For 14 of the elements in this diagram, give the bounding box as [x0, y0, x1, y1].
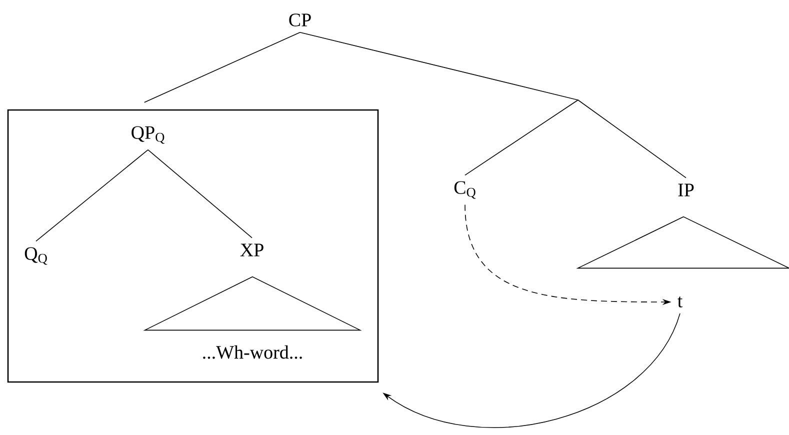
tree-label: t: [678, 296, 683, 308]
tree-branch: [148, 149, 252, 238]
tree-branch: [300, 32, 686, 178]
tree-branch: [144, 32, 300, 103]
beside-text: ...Wh-word...: [203, 345, 302, 359]
tree-label: CP: [289, 14, 311, 26]
tree-label: Q$_{Q}$: [24, 247, 48, 265]
tree-label: XP: [240, 244, 264, 256]
frame-box: [7, 109, 379, 383]
tree-label: QP$_{Q}$: [132, 126, 164, 144]
tree-label: C$_{Q}$: [454, 181, 476, 199]
tree-branch: [36, 149, 148, 242]
tree-label: IP: [678, 184, 694, 196]
triangle: [576, 216, 789, 269]
